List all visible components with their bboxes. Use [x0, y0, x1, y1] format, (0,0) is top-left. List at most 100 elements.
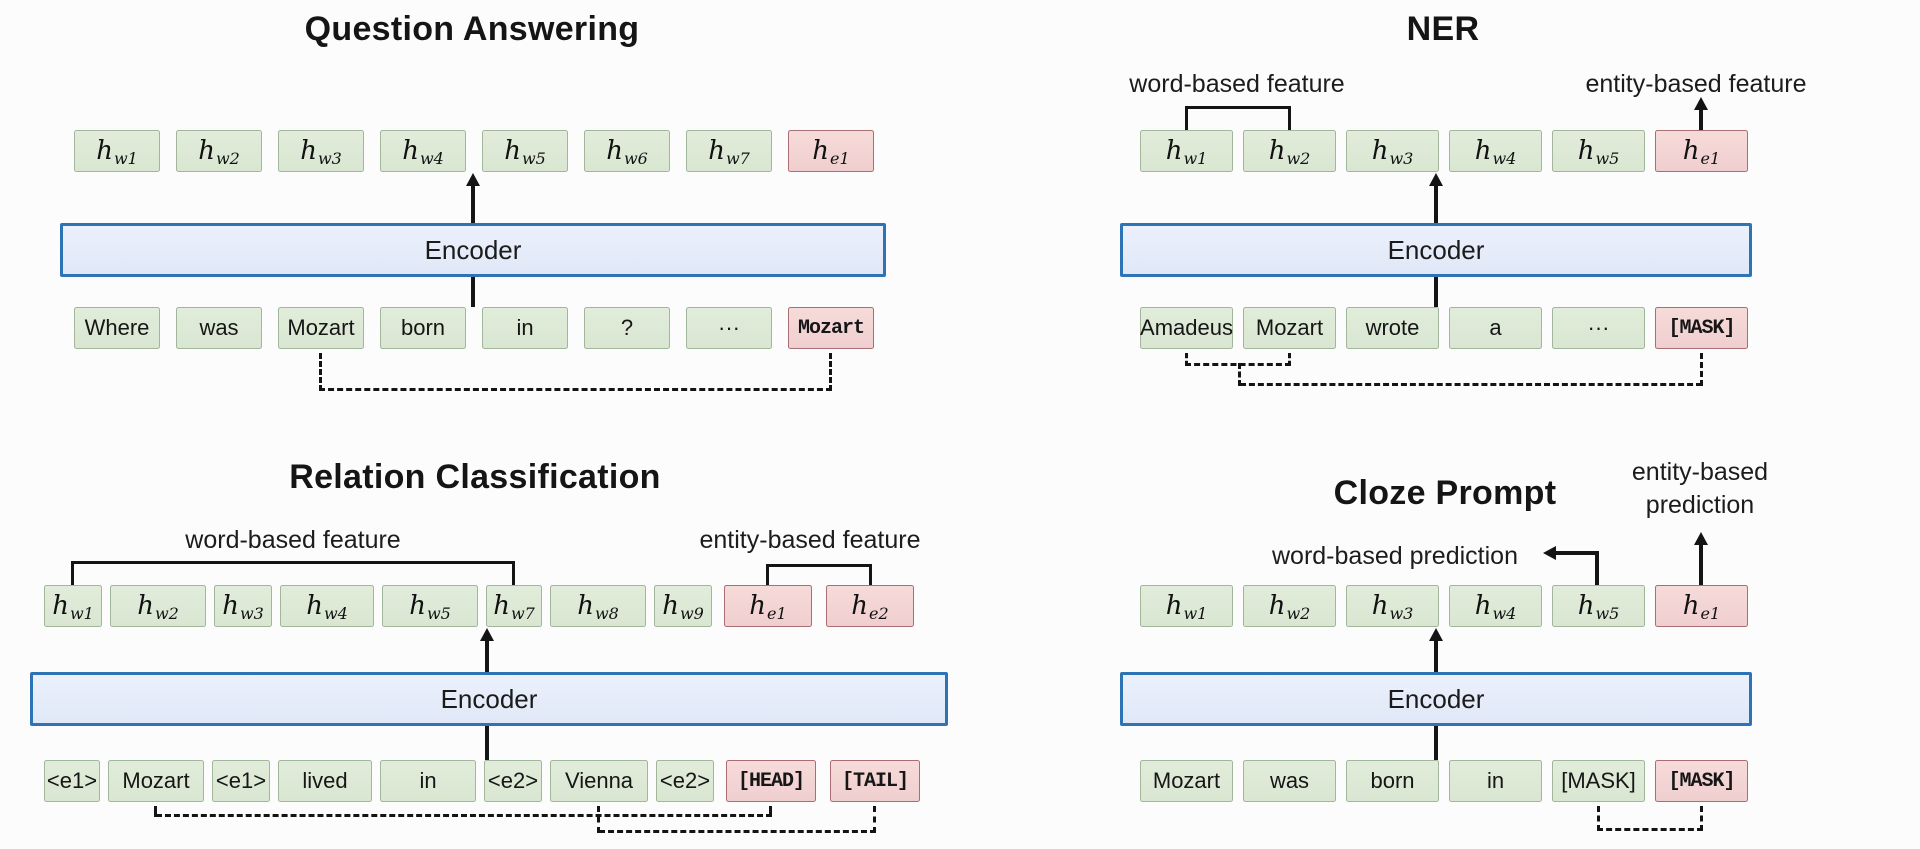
hidden-base: h: [52, 591, 69, 621]
hidden-base: h: [137, 591, 154, 621]
hidden-subscript: w1: [1183, 603, 1208, 623]
up-arrowhead: [480, 628, 494, 641]
input-token-box: Mozart: [108, 760, 204, 802]
hidden-base: h: [1165, 591, 1183, 621]
hidden-subscript: w1: [113, 148, 138, 168]
marker-token-box: <e2>: [484, 760, 542, 802]
cloze-input-row: Mozart was born in [MASK] [MASK]: [1140, 760, 1748, 802]
hidden-subscript: e1: [830, 148, 850, 168]
hidden-base: h: [1682, 136, 1700, 166]
encoder-input-stem: [471, 277, 475, 307]
dashed-link-drop: [1238, 363, 1241, 386]
encoder-input-stem: [1434, 726, 1438, 760]
hidden-subscript: e1: [1700, 148, 1721, 168]
hidden-base: h: [1371, 591, 1389, 621]
hidden-subscript: w4: [323, 603, 348, 623]
hidden-base: h: [1268, 591, 1286, 621]
ner-input-row: Amadeus Mozart wrote a ··· [MASK]: [1140, 307, 1748, 349]
hidden-base: h: [493, 591, 510, 621]
dashed-mask-pair-link: [1597, 806, 1703, 831]
hidden-base: h: [222, 591, 239, 621]
cloze-prompt-diagram: Cloze Prompt entity-based prediction wor…: [1100, 450, 1830, 849]
up-arrowhead: [466, 173, 480, 186]
hidden-subscript: w4: [1492, 148, 1517, 168]
hidden-subscript: w3: [317, 148, 342, 168]
dashed-head-link-left: [154, 806, 157, 817]
input-token-box: lived: [278, 760, 372, 802]
word-feature-label: word-based feature: [1129, 70, 1345, 98]
dashed-head-link-right: [769, 806, 772, 817]
entity-prediction-arrow: [1699, 544, 1703, 585]
input-token-box: was: [176, 307, 262, 349]
hidden-base: h: [662, 591, 679, 621]
hidden-subscript: w3: [1389, 148, 1414, 168]
ner-title: NER: [1406, 10, 1480, 48]
dashed-link-right: [829, 353, 832, 391]
input-token-box: Mozart: [1243, 307, 1336, 349]
hidden-base: h: [1165, 136, 1183, 166]
rc-input-row: <e1> Mozart <e1> lived in <e2> Vienna <e…: [44, 760, 920, 802]
hidden-subscript: w3: [1389, 603, 1414, 623]
qa-title: Question Answering: [304, 10, 640, 48]
relation-classification-diagram: Relation Classification word-based featu…: [30, 450, 960, 849]
hidden-subscript: w8: [594, 603, 619, 623]
input-token-box: born: [380, 307, 466, 349]
marker-token-box: <e1>: [44, 760, 100, 802]
mask-token-box: [MASK]: [1655, 760, 1748, 802]
hidden-subscript: w2: [1286, 148, 1311, 168]
entity-feature-bracket: [766, 564, 872, 585]
dashed-link-bottom: [1240, 383, 1702, 386]
input-token-box: born: [1346, 760, 1439, 802]
up-arrowhead: [1694, 532, 1708, 545]
hidden-base: h: [1474, 136, 1492, 166]
rc-title: Relation Classification: [289, 458, 661, 496]
qa-input-row: Where was Mozart born in ? ··· Mozart: [74, 307, 874, 349]
up-arrowhead: [1694, 97, 1708, 110]
hidden-subscript: w2: [1286, 603, 1311, 623]
ellipsis-token-box: ···: [686, 307, 772, 349]
mask-token-box: [MASK]: [1552, 760, 1645, 802]
dashed-tail-link-right: [873, 806, 876, 833]
hidden-subscript: w4: [1492, 603, 1517, 623]
up-arrowhead: [1429, 173, 1443, 186]
hidden-subscript: w5: [426, 603, 451, 623]
hidden-base: h: [96, 136, 113, 166]
word-feature-label: word-based feature: [185, 526, 401, 554]
hidden-subscript: w2: [154, 603, 179, 623]
hidden-base: h: [1474, 591, 1492, 621]
rc-encoder: Encoder: [30, 672, 948, 726]
head-token-box: [HEAD]: [726, 760, 816, 802]
dashed-tail-link-left: [597, 806, 600, 833]
hidden-subscript: w2: [215, 148, 240, 168]
dashed-link-bottom: [319, 388, 832, 391]
encoder-input-stem: [485, 726, 489, 760]
hidden-base: h: [851, 591, 869, 621]
entity-prediction-label: entity-based prediction: [1570, 456, 1830, 522]
word-prediction-arrow-horizontal: [1556, 551, 1599, 555]
hidden-subscript: w6: [623, 148, 648, 168]
encoder-output-arrow: [1434, 186, 1438, 223]
left-arrowhead: [1543, 546, 1556, 560]
hidden-base: h: [504, 136, 521, 166]
dashed-link-left: [319, 353, 322, 391]
hidden-base: h: [577, 591, 594, 621]
